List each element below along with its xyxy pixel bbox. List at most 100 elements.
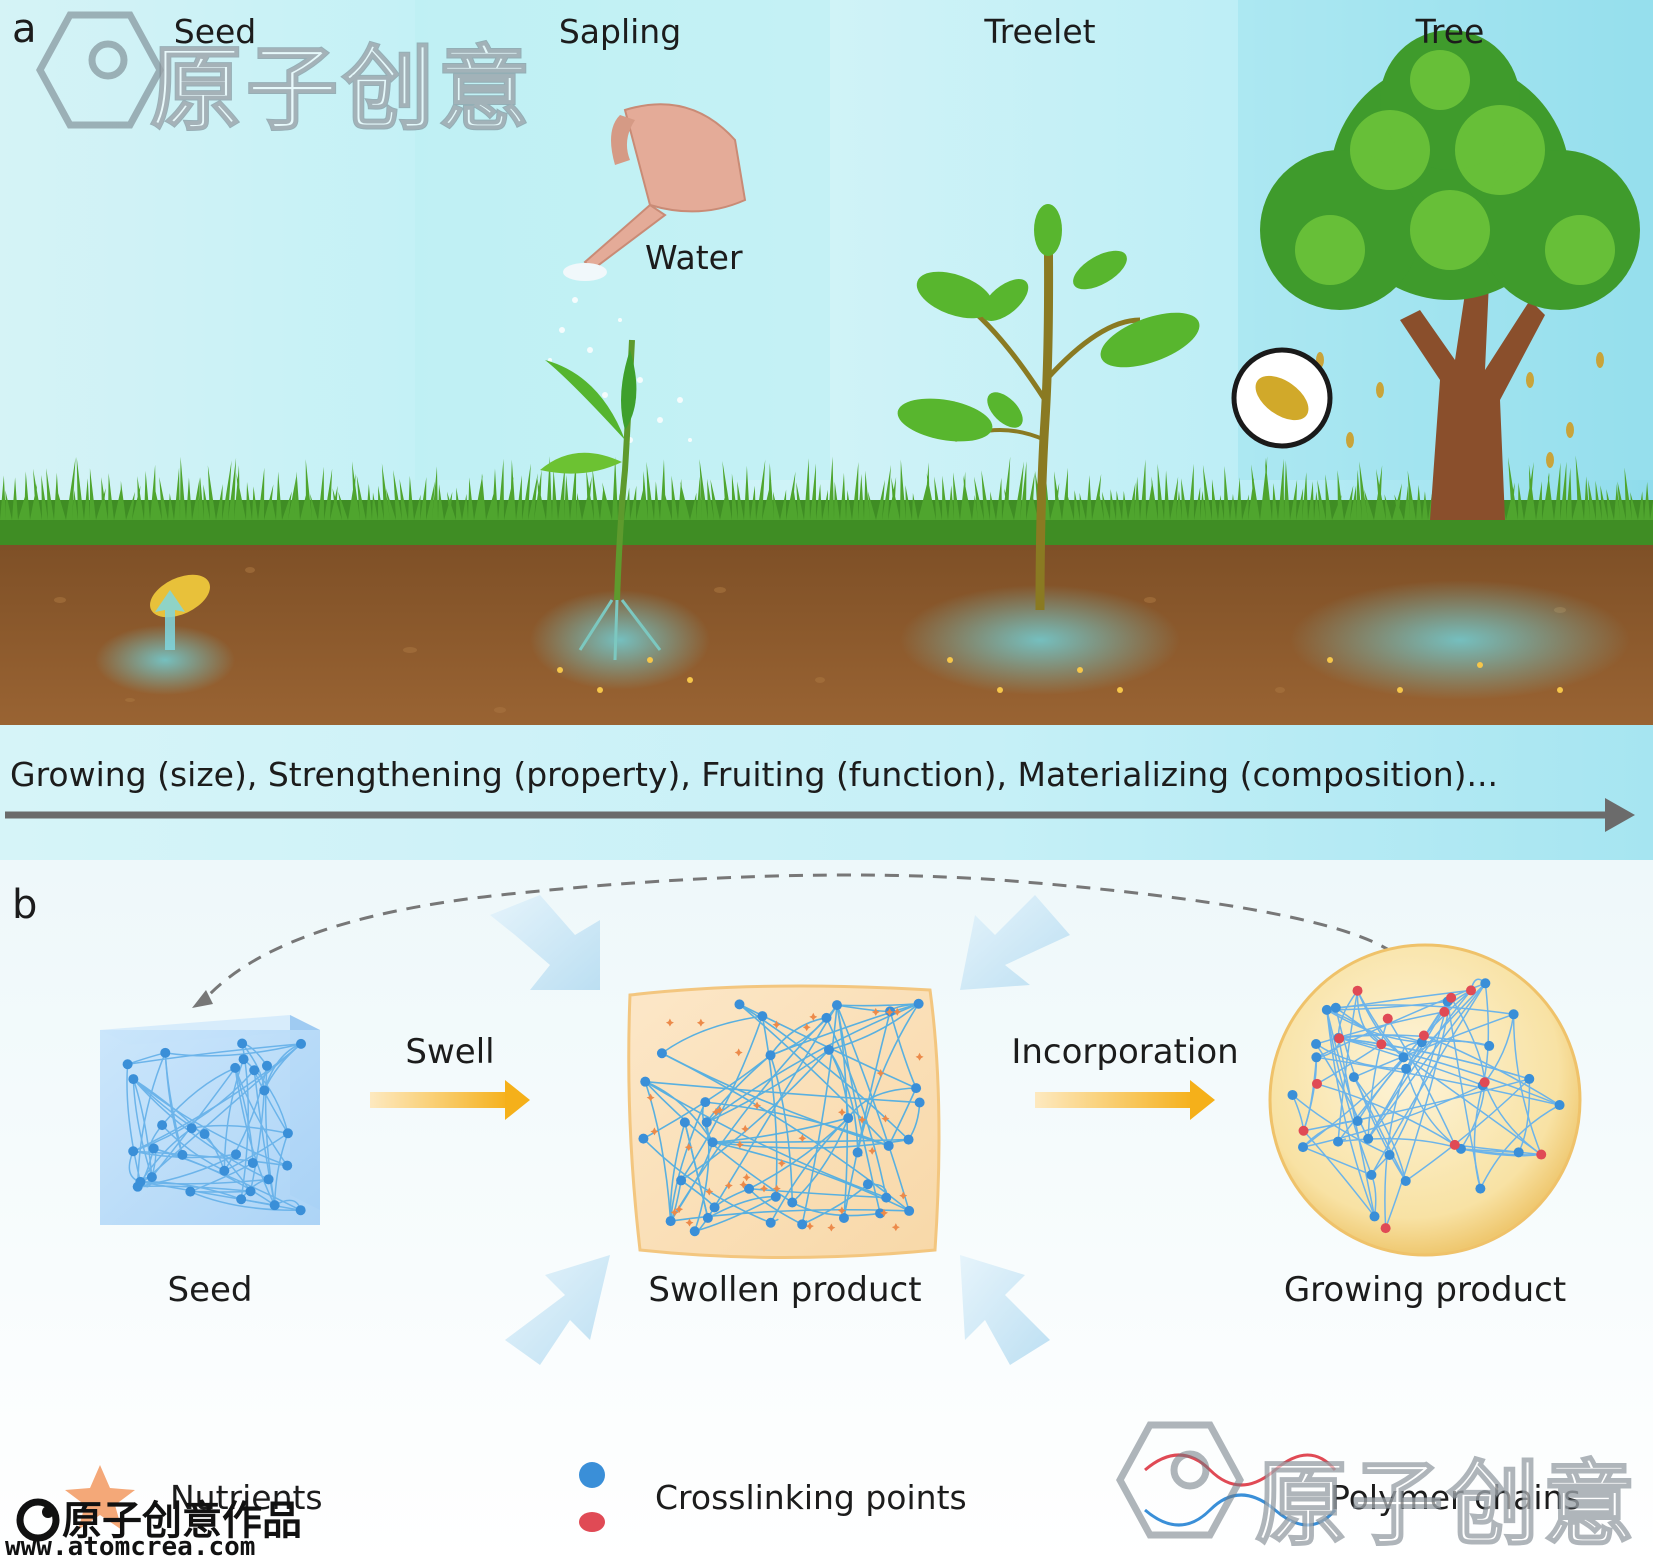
seed-cube — [100, 1015, 320, 1225]
polymer-chain — [694, 1196, 777, 1233]
polymer-chain — [137, 1185, 251, 1192]
crosslinking-point — [1334, 1033, 1345, 1044]
polymer-chain — [1292, 1094, 1390, 1156]
footer-logo-icon — [16, 1498, 60, 1542]
polymer-chain — [1405, 1068, 1456, 1146]
polymer-chain — [161, 1067, 236, 1126]
crosslinking-point — [1479, 1077, 1490, 1088]
nutrient-star — [715, 1105, 724, 1114]
nutrient-star — [868, 1146, 877, 1155]
crosslinking-point — [797, 1219, 808, 1230]
polymer-chain — [136, 1052, 166, 1187]
polymer-chain — [643, 1054, 772, 1140]
inflow-arrow-bottomleft — [505, 1255, 610, 1365]
polymer-chain — [707, 1004, 838, 1219]
nutrient-star — [827, 1223, 836, 1232]
recycle-arc-head — [192, 990, 213, 1008]
polymer-chain — [1353, 1013, 1514, 1078]
growing-product-sphere — [1268, 943, 1582, 1257]
nutrient-star — [915, 1052, 924, 1061]
nutrient-star — [876, 1069, 885, 1078]
crosslinking-point — [1418, 1030, 1429, 1041]
crosslinking-point — [177, 1149, 188, 1160]
crosslinking-point — [146, 1172, 157, 1183]
polymer-chain — [684, 1122, 709, 1219]
polymer-chain — [707, 1195, 776, 1219]
crosslinking-point — [1363, 1133, 1374, 1144]
polymer-chain — [670, 1208, 910, 1222]
polymer-chain — [132, 1078, 205, 1135]
seed-callout-icon — [1255, 375, 1309, 421]
nutrient-star — [675, 1205, 684, 1214]
watermark-logo-top: 原子创意 — [149, 35, 535, 144]
crosslinking-point — [1536, 1149, 1547, 1160]
polymer-chain — [669, 1101, 707, 1222]
polymer-chain — [889, 1011, 917, 1089]
nutrient-star — [685, 1218, 694, 1227]
crosslinking-point — [1439, 1006, 1450, 1017]
crosslinking-point — [1287, 1089, 1298, 1100]
crosslinking-point — [702, 1212, 713, 1223]
crosslinking-point — [823, 1044, 834, 1055]
crosslinking-point — [259, 1085, 270, 1096]
crosslinking-point — [903, 1134, 914, 1145]
crosslinking-point — [757, 1011, 768, 1022]
swell-label: Swell — [405, 1032, 495, 1072]
polymer-chain — [847, 1087, 917, 1119]
polymer-chain — [825, 1017, 888, 1198]
polymer-chain — [1481, 983, 1490, 1086]
polymer-chain — [1460, 1148, 1542, 1157]
nutrient-star — [838, 1108, 847, 1117]
legend-crosslink-red-icon — [579, 1512, 605, 1532]
crosslinking-point — [249, 1065, 260, 1076]
crosslinking-point — [236, 1194, 247, 1205]
nutrient-star — [891, 1223, 900, 1232]
polymer-chain — [712, 1138, 909, 1144]
crosslinking-point — [1298, 1125, 1309, 1136]
incorporation-arrow — [1035, 1080, 1215, 1120]
crosslinking-point — [700, 1097, 711, 1108]
legend-crosslink-blue-icon — [579, 1462, 605, 1488]
panel-a-letter: a — [12, 6, 37, 52]
treelet-plant — [897, 204, 1200, 611]
polymer-chain — [126, 1064, 142, 1183]
polymer-chain — [1326, 1009, 1382, 1045]
polymer-chain — [761, 1015, 778, 1197]
crosslinking-point — [269, 1200, 280, 1211]
nutrient-star — [881, 1114, 890, 1123]
crosslinking-point — [838, 1213, 849, 1224]
crosslinking-point — [135, 1176, 146, 1187]
polymer-chain — [1316, 1083, 1456, 1146]
polymer-chain — [132, 1078, 153, 1178]
crosslinking-point — [1311, 1078, 1322, 1089]
nutrient-star — [893, 1007, 902, 1016]
polymer-chain — [1479, 1104, 1560, 1189]
polymer-chain — [801, 1005, 838, 1225]
progression-arrow-head — [1605, 798, 1635, 832]
panel-b-letter: b — [12, 882, 38, 928]
crosslinking-point — [656, 1048, 667, 1059]
nutrient-star — [772, 1020, 781, 1029]
legend-nutrients-label: Nutrients — [170, 1478, 323, 1517]
nutrient-star — [650, 1127, 659, 1136]
crosslinking-point — [219, 1165, 230, 1176]
crosslinking-point — [1352, 985, 1363, 996]
crosslinking-point — [282, 1128, 293, 1139]
nutrient-star — [684, 1143, 693, 1152]
polymer-chain — [253, 1070, 276, 1206]
progression-text: Growing (size), Strengthening (property)… — [10, 755, 1499, 794]
polymer-chain — [223, 1058, 245, 1171]
crosslinking-point — [1352, 1116, 1363, 1127]
nutrient-star — [741, 1124, 750, 1133]
polymer-chain — [791, 1201, 881, 1217]
polymer-chain — [1367, 1018, 1389, 1139]
nutrient-star — [753, 1101, 762, 1110]
crosslinking-point — [765, 1217, 776, 1228]
nutrient-star — [734, 1048, 743, 1057]
nutrient-star — [724, 1181, 733, 1190]
crosslinking-point — [638, 1133, 649, 1144]
crosslinking-point — [148, 1143, 159, 1154]
nutrient-inflow-arrows — [490, 895, 1070, 1365]
polymer-chain — [1326, 1009, 1422, 1043]
crosslinking-point — [1348, 1072, 1359, 1083]
